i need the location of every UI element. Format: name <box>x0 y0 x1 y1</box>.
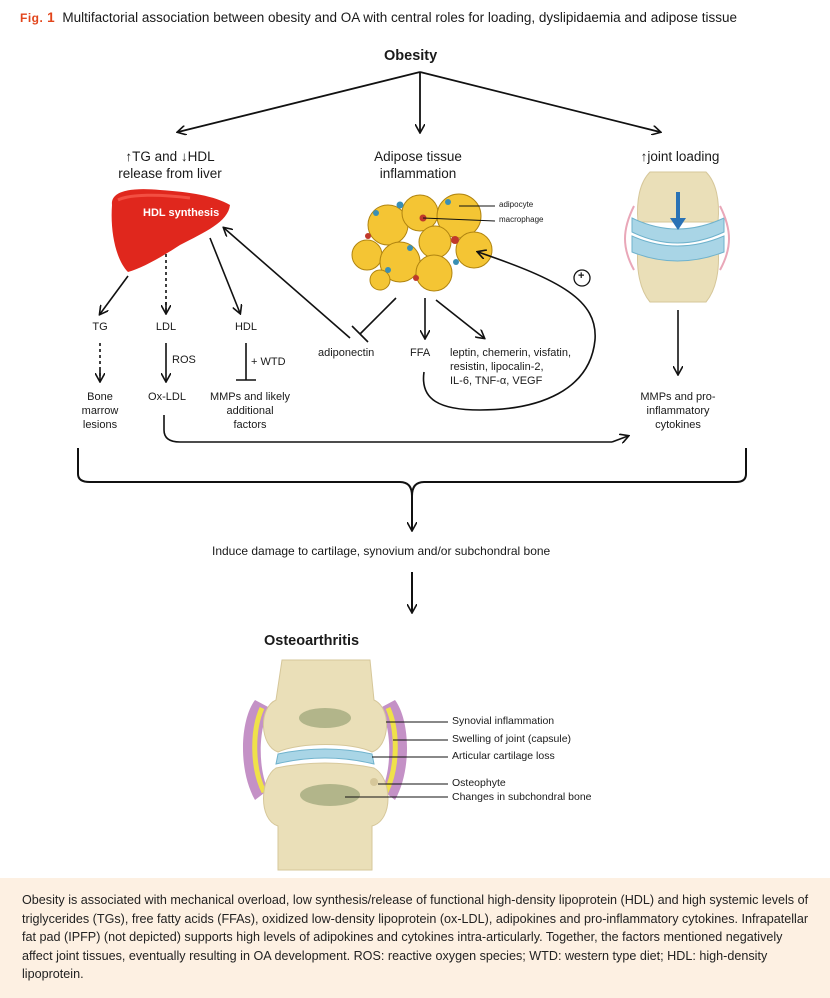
mmps-cytokines-label: MMPs and pro- inflammatory cytokines <box>628 390 728 432</box>
adipose-branch-line1: Adipose tissue <box>374 149 462 164</box>
oa-label-synovial: Synovial inflammation <box>452 715 555 727</box>
adipose-tissue-icon <box>351 193 493 292</box>
liver-branch-line2: release from liver <box>118 166 222 181</box>
bone-marrow-lesions-label: Bone marrow lesions <box>70 390 130 432</box>
liver-branch-heading: ↑TG and ↓HDL release from liver <box>90 148 250 182</box>
adiponectin-label: adiponectin <box>318 347 375 359</box>
oa-label-subchondral: Changes in subchondral bone <box>452 791 592 803</box>
figure-title-text: Multifactorial association between obesi… <box>62 10 737 25</box>
ldl-label: LDL <box>155 321 177 333</box>
oa-label-swelling: Swelling of joint (capsule) <box>452 733 572 745</box>
liver-arrows <box>100 228 351 381</box>
diagram-graphics <box>77 71 747 871</box>
liver-icon <box>111 189 230 272</box>
oa-label-osteophyte: Osteophyte <box>452 777 506 789</box>
obesity-label: Obesity <box>384 48 438 64</box>
adipokines-line3: IL-6, TNF-α, VEGF <box>450 375 543 387</box>
oa-pointer-lines <box>345 721 448 798</box>
mmps-factors-line3: factors <box>233 419 267 431</box>
convergence-bracket <box>77 448 747 612</box>
mmps-factors-line1: MMPs and likely <box>209 391 291 403</box>
adipose-arrows <box>163 252 628 442</box>
mmps-cytokines-line2: inflammatory <box>646 405 710 417</box>
mmps-factors-label: MMPs and likely additional factors <box>200 390 300 432</box>
joint-branch-heading: ↑joint loading <box>640 149 720 164</box>
adipokines-line1: leptin, chemerin, visfatin, <box>450 347 572 359</box>
adipokines-list: leptin, chemerin, visfatin, resistin, li… <box>450 346 571 388</box>
bone-marrow-line1: Bone <box>87 391 113 403</box>
plus-circle <box>573 269 591 287</box>
hdl-synthesis-label: HDL synthesis <box>143 207 220 219</box>
caption-background <box>0 878 830 998</box>
loaded-joint-icon <box>624 171 730 303</box>
macrophage-label: macrophage <box>499 215 544 224</box>
ffa-label: FFA <box>410 347 431 359</box>
adipose-branch-line2: inflammation <box>379 166 457 181</box>
mmps-factors-line2: additional <box>226 405 274 417</box>
ox-ldl-label: Ox-LDL <box>148 391 186 403</box>
adipose-branch-heading: Adipose tissue inflammation <box>338 148 498 182</box>
bone-marrow-line2: marrow <box>81 405 119 417</box>
oa-label-cartilage: Articular cartilage loss <box>452 750 555 762</box>
plus-sign: + <box>578 270 585 282</box>
figure-label: Fig. <box>20 11 44 25</box>
liver-branch-line1: ↑TG and ↓HDL <box>125 149 215 164</box>
mmps-cytokines-line3: cytokines <box>655 419 701 431</box>
tg-label: TG <box>92 321 108 333</box>
obesity-arrows <box>178 71 660 132</box>
osteoarthritis-joint-icon <box>242 659 408 871</box>
adipokines-line2: resistin, lipocalin-2, <box>450 361 544 373</box>
mmps-cytokines-line1: MMPs and pro- <box>640 391 716 403</box>
bone-marrow-line3: lesions <box>82 419 118 431</box>
damage-statement: Induce damage to cartilage, synovium and… <box>212 544 551 558</box>
adipose-pointer-lines <box>422 205 496 222</box>
figure-title: Fig. 1 Multifactorial association betwee… <box>20 10 737 25</box>
figure-number: 1 <box>47 10 55 25</box>
figure-caption: Obesity is associated with mechanical ov… <box>22 893 809 981</box>
ros-label: ROS <box>172 354 196 366</box>
hdl-label: HDL <box>234 321 257 333</box>
adipocyte-label: adipocyte <box>499 200 534 209</box>
osteoarthritis-label: Osteoarthritis <box>264 633 360 649</box>
wtd-label: + WTD <box>251 356 286 368</box>
